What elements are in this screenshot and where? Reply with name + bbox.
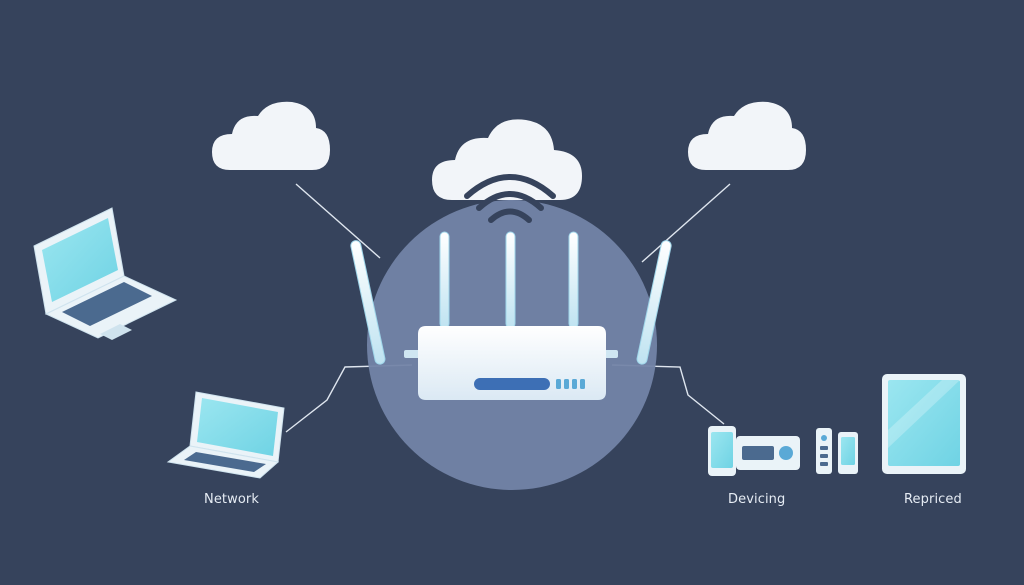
link-cloud-left [295,183,381,259]
wifi-signal-icon [464,174,556,223]
smartphone-icon [838,432,858,474]
label-network: Network [204,492,259,507]
laptop-icon [33,207,178,340]
laptop-icon [166,391,285,479]
label-repriced: Repriced [904,492,962,507]
smartphone-icon [708,426,736,476]
router-port-leds [556,379,585,389]
cloud-icon [688,101,806,170]
label-devicing: Devicing [728,492,786,507]
cloud-icon [212,101,330,170]
cloud-icon [432,119,582,200]
router-status-bar [474,378,550,390]
link-cloud-right [641,183,731,263]
remote-icon [816,428,832,474]
tablet-icon [882,374,966,474]
router-icon [404,326,618,400]
cloud-center [432,119,582,200]
set-top-box-icon [736,436,800,470]
